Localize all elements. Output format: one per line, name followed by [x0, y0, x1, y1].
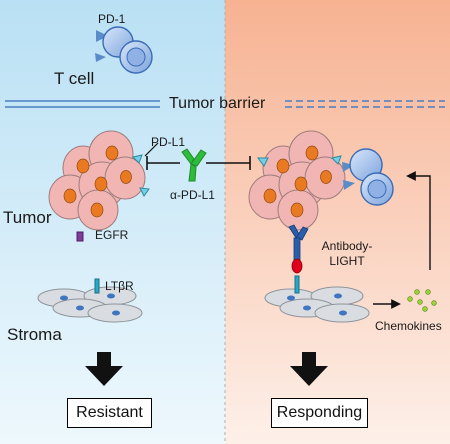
antibody-light-label-line1: Antibody-: [321, 239, 373, 253]
tcell-label: T cell: [54, 69, 95, 88]
pd1-label: PD-1: [98, 12, 126, 26]
anti-pdl1-label: α-PD-L1: [170, 188, 215, 202]
egfr-label: EGFR: [95, 228, 129, 242]
responding-box: Responding: [271, 398, 368, 428]
chemokines-label: Chemokines: [375, 319, 442, 333]
right-panel-bg: [225, 0, 450, 444]
light-ligand-icon: [291, 258, 303, 274]
pdl1-pointer: [144, 142, 159, 157]
tumor-cell-icon: [48, 130, 150, 242]
down-arrow-icon-right: [290, 352, 328, 386]
antibody-light-label-line2: LIGHT: [329, 254, 365, 268]
ltbr-receptor-icon: [94, 278, 100, 294]
chemokine-icon: [407, 289, 437, 312]
antibody-light-icon: [288, 224, 309, 274]
tumor-barrier-right: [285, 100, 445, 108]
egfr-receptor-icon: [76, 231, 84, 242]
barrier-label: Tumor barrier: [169, 95, 266, 112]
recruitment-arrow: [406, 171, 431, 270]
t-cell-icon-right: [342, 148, 394, 206]
ltbr-label: LTβR: [105, 279, 134, 293]
antibody-icon: [181, 148, 207, 182]
tumor-label: Tumor: [3, 208, 52, 227]
pdl1-label: PD-L1: [151, 135, 186, 149]
t-cell-icon: [95, 26, 153, 74]
inhibition-lines: [146, 156, 251, 170]
stroma-cell-icon-right: [264, 275, 370, 323]
tumor-cell-icon-right: [248, 130, 346, 231]
stroma-label: Stroma: [7, 325, 62, 344]
resistant-box: Resistant: [67, 398, 152, 428]
stroma-cell-icon: [37, 278, 143, 323]
tumor-barrier-left: [5, 100, 160, 108]
pd1-receptor-icon: [96, 30, 108, 42]
pdl1-ligand-icon: [132, 154, 143, 164]
down-arrow-icon: [85, 352, 123, 386]
